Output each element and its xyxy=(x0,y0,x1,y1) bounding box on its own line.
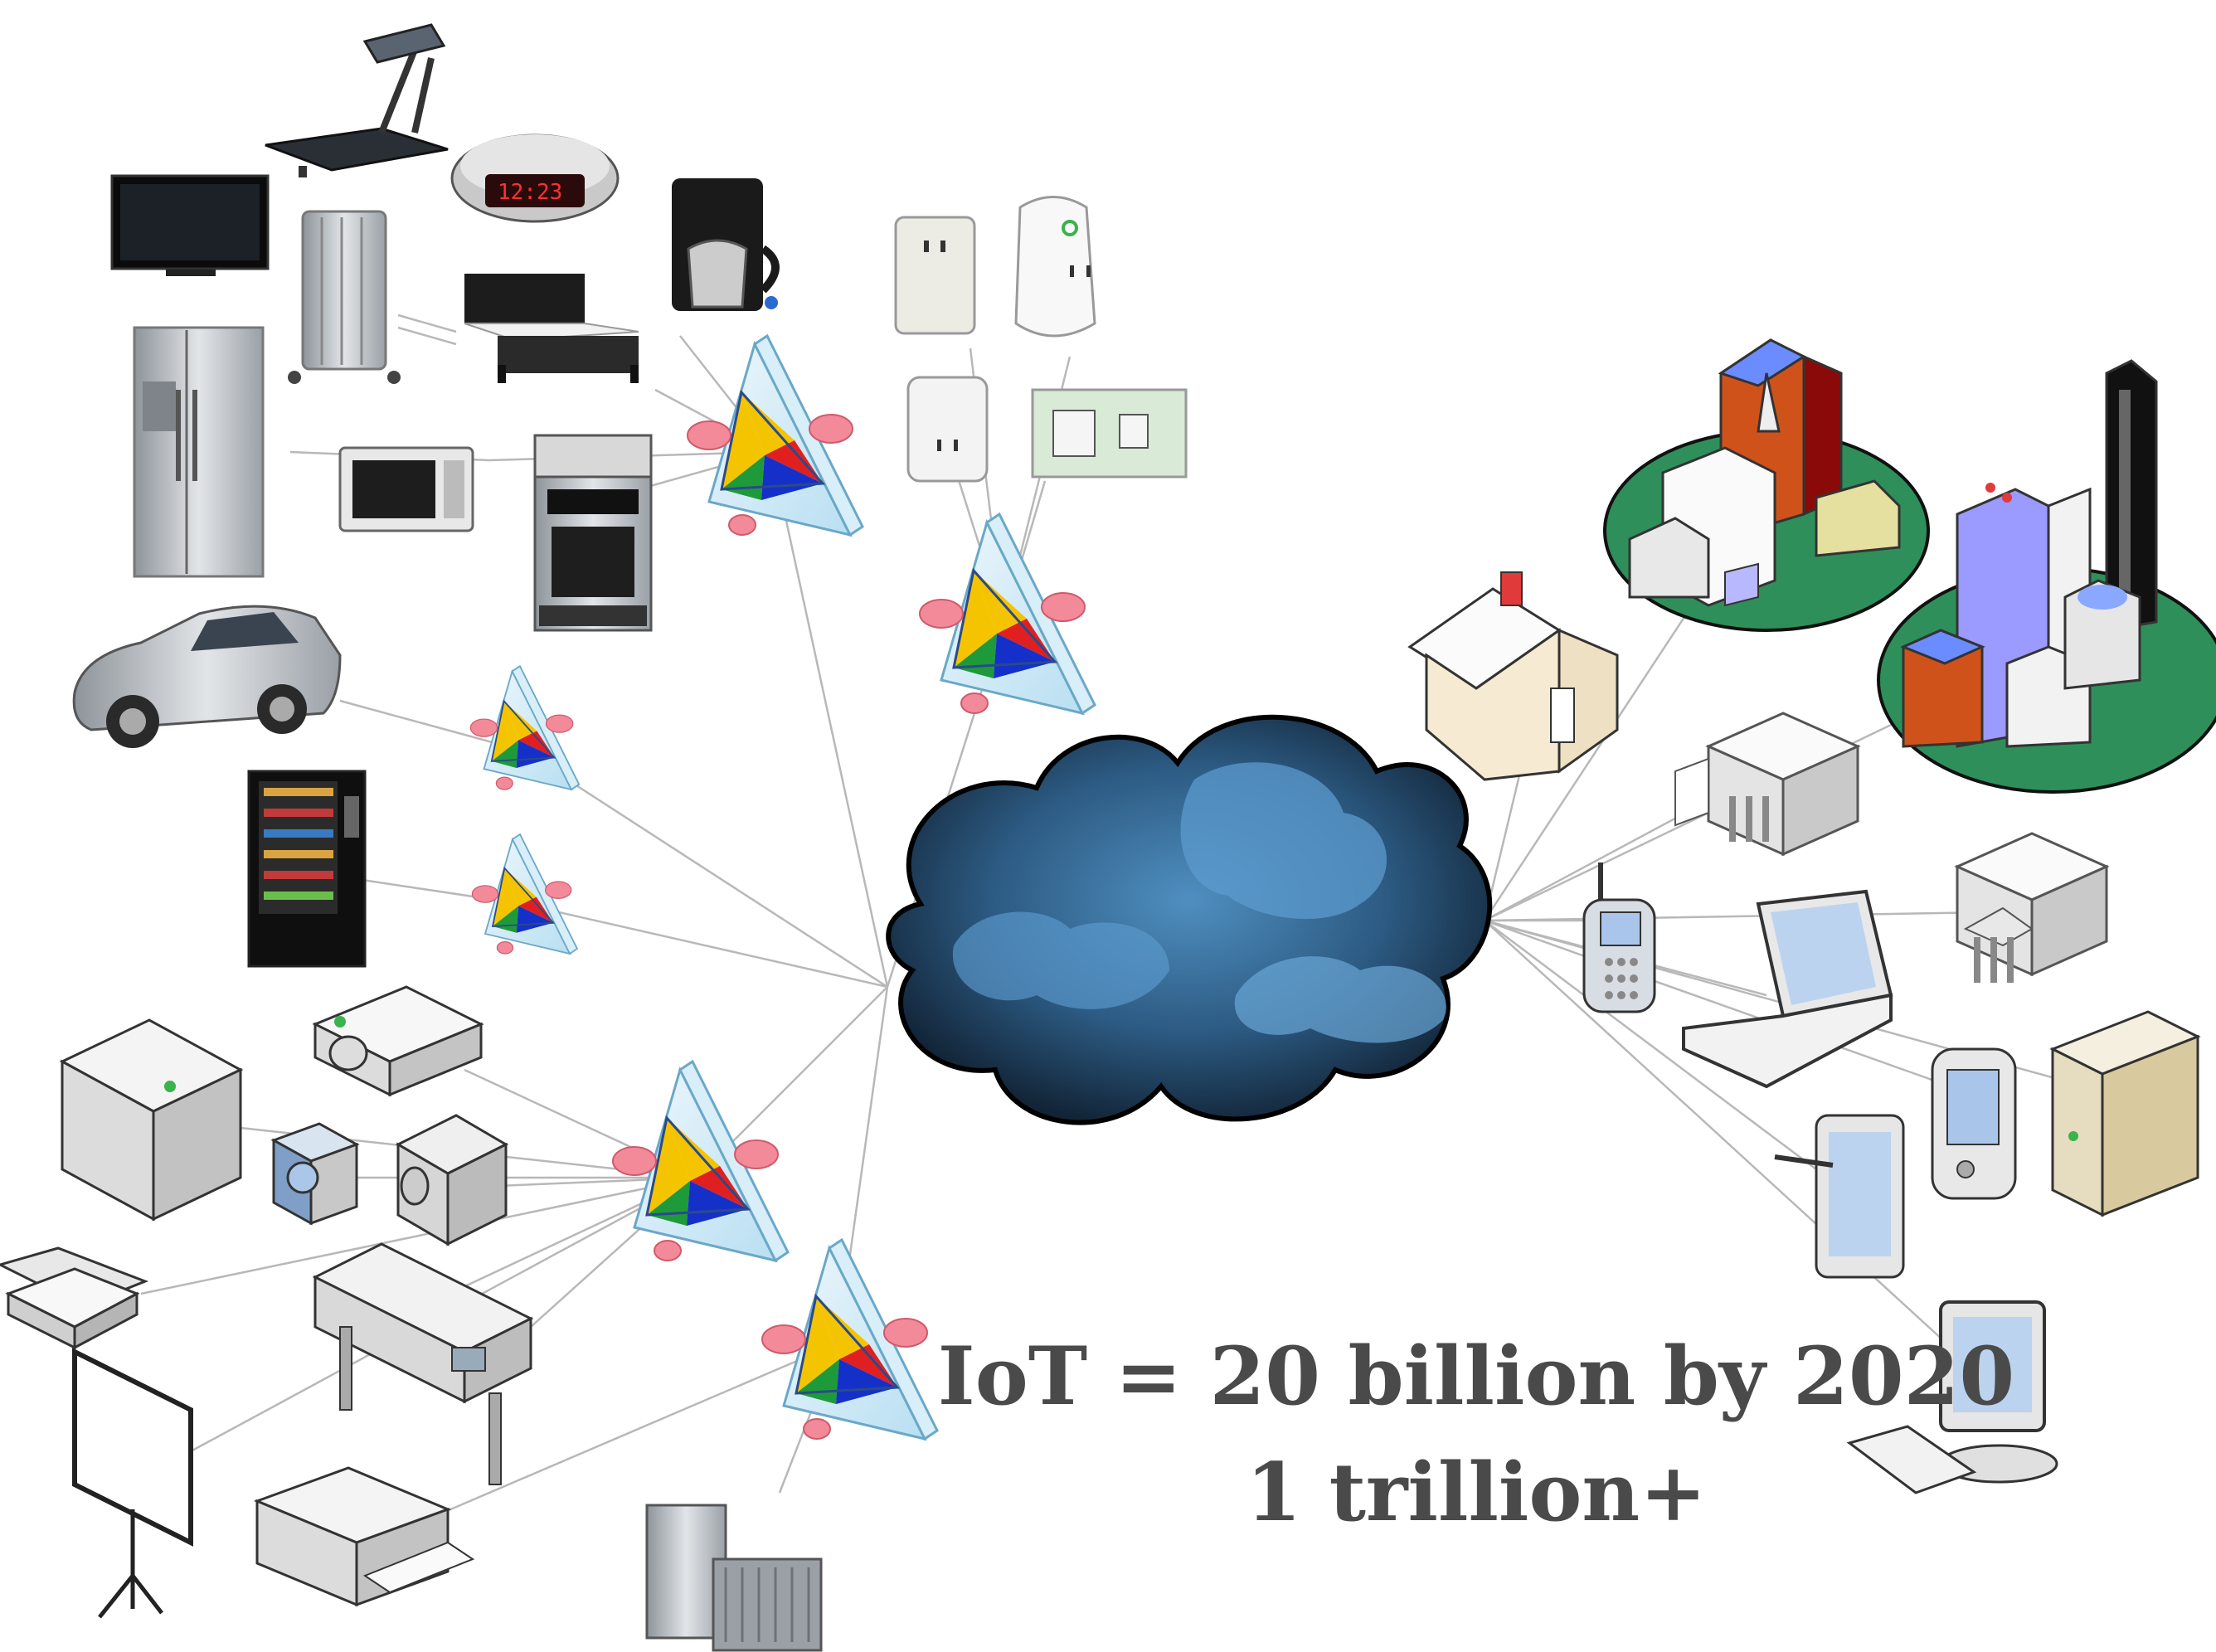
refrigerator-icon xyxy=(133,326,265,578)
cloud-icon xyxy=(886,714,1493,1125)
desktop-monitor-icon xyxy=(1846,1300,2058,1494)
gateway-icon xyxy=(918,513,1096,715)
fax-machine-icon xyxy=(59,1018,244,1222)
alarm-clock-icon: 12:23 xyxy=(450,134,620,223)
tablet-icon xyxy=(1774,1114,1905,1279)
city-icon xyxy=(1877,359,2216,794)
gateway-icon xyxy=(469,665,581,790)
bank-building-icon xyxy=(1956,832,2108,983)
gateway-icon xyxy=(686,334,864,537)
office-building-icon xyxy=(1674,712,1859,856)
hvac-unit-icon xyxy=(645,1504,823,1652)
video-camera-icon xyxy=(395,1114,509,1246)
caption-line-2: 1 trillion+ xyxy=(1246,1446,1707,1539)
car-icon xyxy=(72,605,342,748)
projector-icon xyxy=(312,985,484,1097)
microwave-icon xyxy=(338,446,474,532)
house-icon xyxy=(1407,571,1619,781)
wall-outlet-icon xyxy=(894,216,976,335)
treadmill-icon xyxy=(265,23,449,177)
scanner-icon xyxy=(0,1246,149,1350)
coffee-maker-icon xyxy=(672,178,780,311)
stove-icon xyxy=(533,434,653,632)
town-icon xyxy=(1603,338,1930,632)
television-icon xyxy=(110,174,270,276)
wall-outlet-icon xyxy=(1031,388,1188,479)
smart-plug-icon xyxy=(1014,196,1096,338)
printer-icon xyxy=(253,1466,475,1607)
projection-screen-icon xyxy=(72,1348,193,1619)
bed-icon xyxy=(464,274,639,383)
smart-plug-icon xyxy=(906,376,989,483)
caption-line-1: IoT = 20 billion by 2020 xyxy=(937,1329,2015,1423)
vending-machine-icon xyxy=(247,770,367,968)
mobile-phone-icon xyxy=(1582,862,1656,1013)
server-tower-icon xyxy=(2049,1010,2201,1217)
pda-icon xyxy=(1931,1047,2017,1200)
plotter-icon xyxy=(312,1242,534,1485)
laptop-icon xyxy=(1682,889,1893,1089)
camera-icon xyxy=(270,1122,360,1226)
gateway-icon xyxy=(471,833,578,955)
radiator-icon xyxy=(288,210,401,384)
svg-text:12:23: 12:23 xyxy=(498,180,562,205)
